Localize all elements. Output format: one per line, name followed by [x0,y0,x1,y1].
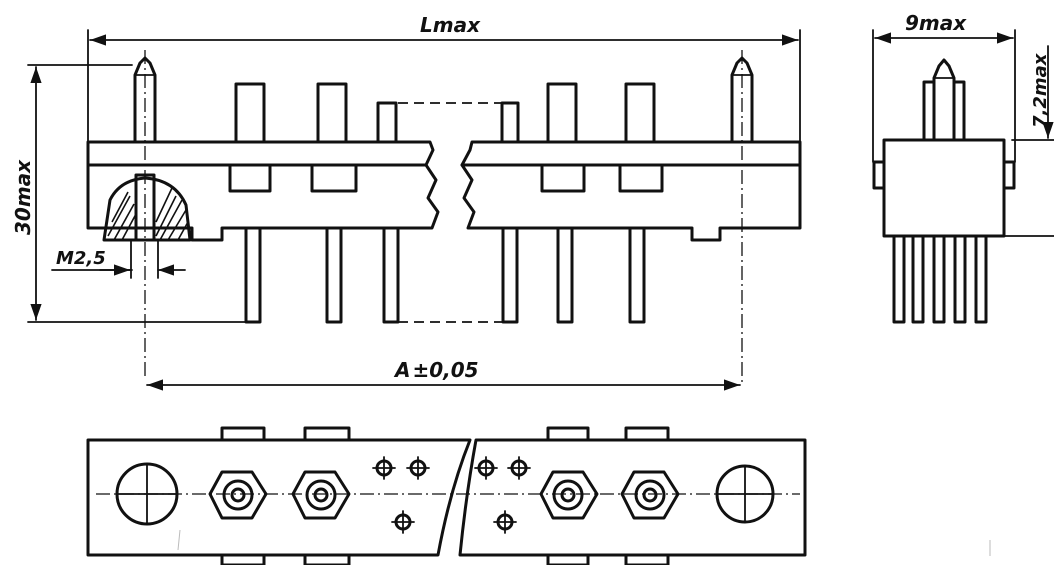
side-bottom-pin [911,234,925,324]
slot [228,163,272,193]
bottom-pin [382,226,400,324]
side-width-label: 9max [905,11,967,35]
top-pin [500,101,520,144]
top-tab [546,553,590,565]
small-hole [391,510,415,534]
side-view: 9max 7,2max [872,11,1054,324]
top-pin [624,82,656,144]
bottom-pin [628,226,646,324]
contact-pad [539,470,599,520]
front-view: Lmax [11,13,802,391]
top-tab [303,426,351,442]
top-pin [234,82,266,144]
small-hole [493,510,517,534]
bottom-pin [501,226,519,324]
contact-pad [620,470,680,520]
thread-section [102,173,192,242]
side-bottom-pin [953,234,967,324]
side-tab-right [1002,160,1016,190]
small-hole [372,456,396,480]
top-tab [624,553,670,565]
slot [618,163,664,193]
scan-mark [177,529,181,551]
side-height-label: 7,2max [1030,52,1051,128]
top-body-left [86,438,472,557]
small-hole [406,456,430,480]
side-bottom-pin [892,234,906,324]
side-bottom-pin [974,234,988,324]
bottom-pin [244,226,262,324]
side-tab-left [872,160,886,190]
housing-right [460,140,802,242]
bottom-pin [556,226,574,324]
slot [540,163,586,193]
bottom-pin [325,226,343,324]
side-body [882,138,1006,238]
top-tab [303,553,351,565]
housing-left [86,140,440,242]
top-tab [220,553,266,565]
top-body-right [458,438,807,557]
side-bottom-pin [932,234,946,324]
top-view [86,426,807,565]
top-tab [220,426,266,442]
top-pin [376,101,398,144]
small-hole [474,456,498,480]
top-pin [316,82,348,144]
top-tab [546,426,590,442]
side-guide-post [932,58,956,142]
contact-pad [208,470,268,520]
small-hole [507,456,531,480]
top-pin [546,82,578,144]
slot [310,163,358,193]
lmax-label: Lmax [420,13,481,37]
contact-pad [291,470,351,520]
thread-label: M2,5 [56,248,106,269]
height-label: 30max [11,159,35,235]
top-tab [624,426,670,442]
pitch-label: A±0,05 [393,358,479,382]
